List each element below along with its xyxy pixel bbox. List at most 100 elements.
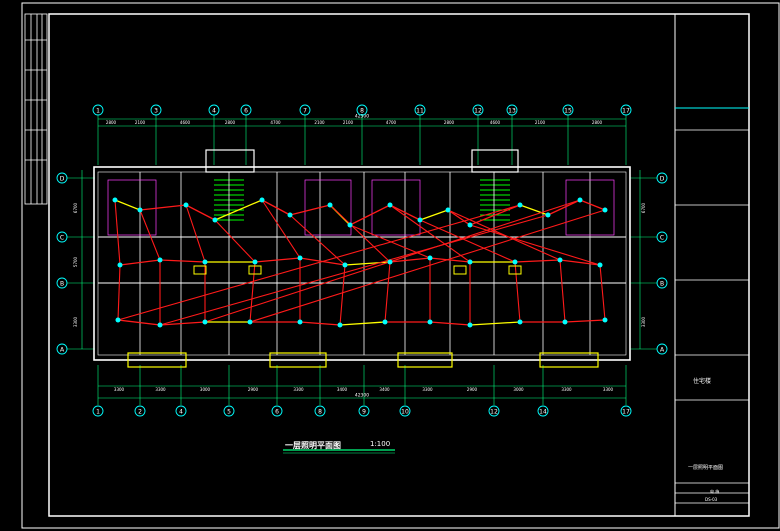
dim-label-top: 4700 [270,120,281,125]
wiring-riser [419,219,516,263]
axis-bubble-bottom [271,405,283,417]
light-fixture [467,222,473,228]
dim-label-top: 2100 [135,120,146,125]
dim-label-top: 2800 [592,120,603,125]
axis-label-bottom: 8 [318,409,322,416]
wiring-run [339,321,386,326]
lighting-wiring [114,199,606,326]
light-fixture [602,317,608,323]
title-block-label: 电 施 [710,489,720,494]
distribution-box [193,265,207,275]
wiring-riser [389,204,471,263]
light-fixture [387,259,393,265]
title-block-drawing-name: 一层照明平面图 [688,465,724,471]
wiring-riser [114,199,121,266]
axis-bubble-bottom [92,405,104,417]
axis-bubble-left [56,343,68,355]
wet-room [304,179,352,236]
wiring-run [429,321,471,326]
light-fixture [183,202,189,208]
light-fixture [417,217,423,223]
light-fixture [112,197,118,203]
wiring-run [119,259,161,266]
wiring-run [514,259,561,263]
light-fixture [512,259,518,265]
axis-label-top: 13 [508,108,516,115]
light-fixture [337,322,343,328]
distribution-box [248,265,262,275]
axis-bubble-left [56,277,68,289]
light-fixture [202,259,208,265]
light-fixture [157,322,163,328]
dim-label-top: 2100 [535,120,546,125]
dim-label-bottom: 3300 [603,387,614,392]
axis-bubble-left [56,172,68,184]
dim-label-right: 6700 [641,202,646,213]
light-fixture [297,319,303,325]
wiring-run [159,321,206,326]
dim-label-bottom: 2900 [248,387,259,392]
dim-label-top: 4700 [386,120,397,125]
axis-bubble-right [656,343,668,355]
wiring-run [389,257,431,263]
axis-bubble-top [240,104,252,116]
balcony [539,352,599,368]
axis-label-bottom: 10 [401,409,409,416]
dim-label-left: 5700 [73,256,78,267]
distribution-box [453,265,467,275]
axis-label-bottom: 9 [362,409,366,416]
wiring-run [117,319,161,326]
balcony [269,352,327,368]
wiring-riser [384,261,391,323]
light-fixture [212,217,218,223]
wiring-riser [117,264,121,321]
axis-bubble-top [208,104,220,116]
wiring-riser [469,224,601,266]
axis-bubble-bottom [175,405,187,417]
axis-label-right: B [660,281,664,288]
light-fixture [259,197,265,203]
wiring-riser [159,214,549,326]
wiring-riser [329,204,391,263]
light-fixture [467,322,473,328]
axis-bubble-top [414,104,426,116]
axis-label-bottom: 14 [539,409,547,416]
stair-tower-left [205,149,255,173]
axis-bubble-right [656,172,668,184]
wiring-run [344,261,391,266]
dim-label-left: 3300 [73,316,78,327]
inner-wall-line [97,171,627,356]
light-fixture [157,257,163,263]
wiring-riser [249,209,606,323]
light-fixture [602,207,608,213]
axis-label-left: B [60,281,64,288]
wiring-run [139,204,187,211]
wet-room [107,179,157,236]
light-fixture [517,202,523,208]
axis-label-right: C [660,235,664,242]
light-fixture [137,207,143,213]
wiring-run [469,321,521,326]
wiring-riser [139,209,161,261]
axis-label-top: 15 [564,108,572,115]
wiring-run [389,204,421,221]
axis-label-bottom: 2 [138,409,142,416]
dim-label-top: 4600 [490,120,501,125]
dim-total-top: 42300 [355,114,369,120]
title-block-number: DS-03 [705,497,718,502]
light-fixture [327,202,333,208]
wiring-run [564,319,606,323]
axis-bubble-top [472,104,484,116]
binding-strip [24,13,48,205]
light-fixtures [112,197,608,328]
axis-label-right: D [660,176,665,183]
axis-bubble-bottom [537,405,549,417]
wiring-riser [514,261,521,323]
dim-label-bottom: 3000 [513,387,524,392]
wet-room [371,179,421,236]
axis-label-right: A [660,347,665,354]
axis-label-bottom: 4 [179,409,183,416]
axis-bubble-bottom [399,405,411,417]
